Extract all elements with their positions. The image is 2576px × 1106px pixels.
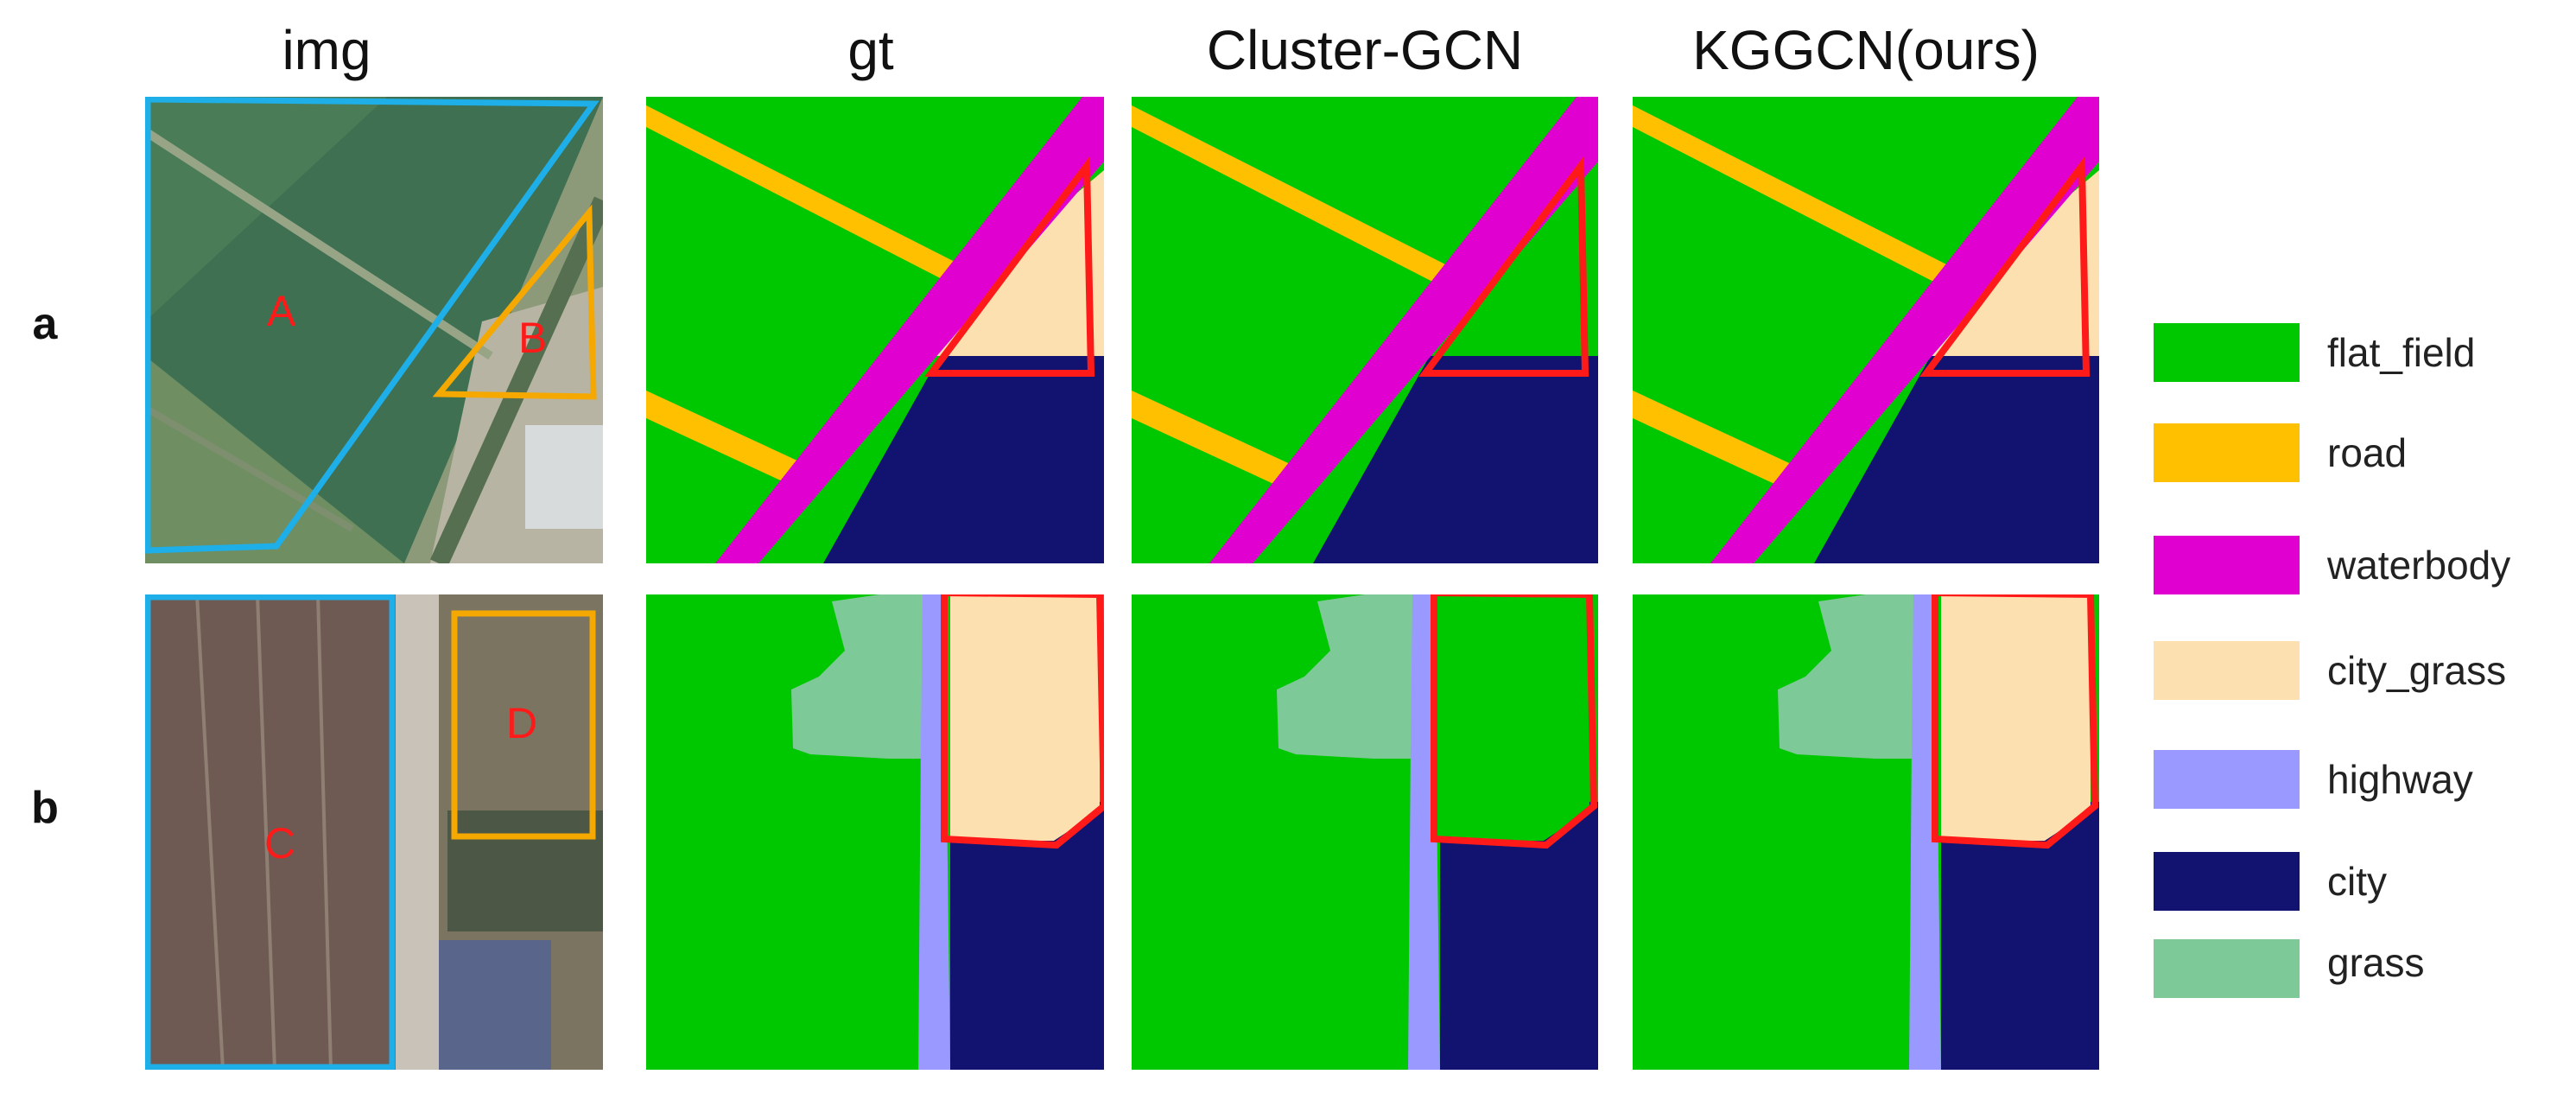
region-label-a-letter: A bbox=[267, 287, 296, 335]
legend-label-waterbody: waterbody bbox=[2327, 543, 2511, 588]
column-title-img: img bbox=[282, 19, 371, 81]
error-highlight-cluster-gcn-a bbox=[1418, 156, 1589, 377]
legend-label-grass: grass bbox=[2327, 940, 2425, 985]
region-b-outline bbox=[432, 204, 597, 400]
row-label-a: a bbox=[32, 299, 58, 349]
legend-label-city-grass: city_grass bbox=[2327, 648, 2507, 693]
error-highlight-gt-b bbox=[941, 594, 1104, 849]
satellite-image-a: A B bbox=[145, 97, 603, 563]
segmentation-kggcn-b bbox=[1633, 594, 2099, 1070]
region-c-outline bbox=[145, 594, 396, 1070]
satellite-image-b: C D bbox=[145, 594, 603, 1070]
legend-swatch-city-grass bbox=[2154, 641, 2300, 700]
column-title-cluster-gcn: Cluster-GCN bbox=[1206, 19, 1524, 81]
legend-swatch-waterbody bbox=[2154, 536, 2300, 594]
legend-label-city: city bbox=[2327, 859, 2387, 904]
segmentation-cluster-gcn-b bbox=[1132, 594, 1598, 1070]
legend-swatch-highway bbox=[2154, 750, 2300, 809]
legend-label-flat-field: flat_field bbox=[2327, 330, 2476, 375]
legend-swatch-city bbox=[2154, 852, 2300, 911]
legend-label-highway: highway bbox=[2327, 757, 2473, 802]
region-a-outline bbox=[145, 97, 600, 554]
segmentation-kggcn-a bbox=[1633, 97, 2099, 563]
error-highlight-kggcn-b bbox=[1932, 594, 2099, 849]
legend-label-road: road bbox=[2327, 430, 2408, 475]
region-label-b-letter: B bbox=[518, 314, 547, 362]
error-highlight-gt-a bbox=[924, 156, 1095, 377]
segmentation-gt-b bbox=[646, 594, 1104, 1070]
column-title-gt: gt bbox=[847, 19, 894, 81]
error-highlight-cluster-gcn-b bbox=[1431, 594, 1598, 849]
error-highlight-kggcn-a bbox=[1919, 156, 2091, 377]
row-label-b: b bbox=[31, 783, 59, 833]
segmentation-cluster-gcn-a bbox=[1132, 97, 1598, 563]
region-label-d-letter: D bbox=[506, 699, 537, 747]
column-title-kggcn: KGGCN(ours) bbox=[1692, 19, 2040, 81]
segmentation-gt-a bbox=[646, 97, 1104, 563]
legend-swatch-road bbox=[2154, 423, 2300, 482]
region-d-outline bbox=[451, 610, 596, 840]
region-label-c-letter: C bbox=[264, 819, 295, 868]
legend-swatch-flat-field bbox=[2154, 323, 2300, 382]
legend-swatch-grass bbox=[2154, 939, 2300, 998]
